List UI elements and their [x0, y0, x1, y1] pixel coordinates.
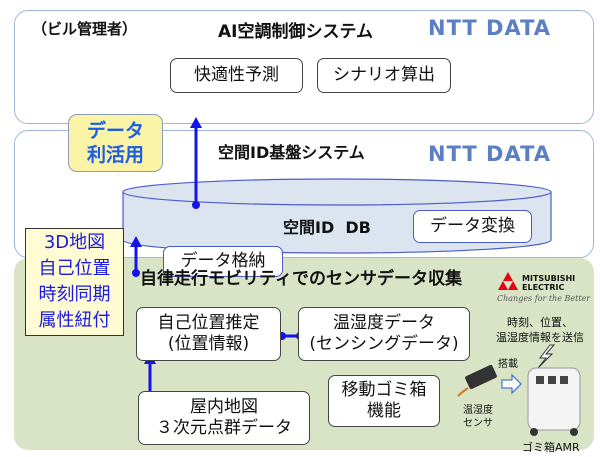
side-note-box: 3D地図 自己位置 時刻同期 属性紐付: [25, 228, 124, 336]
data-use-line2: 利活用: [86, 144, 144, 166]
sensor-line2: センサ: [463, 418, 493, 429]
self-position-line2: (位置情報): [167, 334, 250, 354]
indoor-map-line2: ３次元点群データ: [156, 418, 292, 438]
mount-label: 搭載: [498, 359, 518, 370]
indoor-map-line1: 屋内地図: [190, 397, 258, 417]
data-convert-label: データ変換: [430, 216, 515, 236]
data-store-label: データ格納: [180, 251, 266, 271]
sensor-line1: 温湿度: [463, 405, 493, 416]
temp-data-line1: 温湿度データ: [333, 313, 435, 333]
side-note-line: 時刻同期: [38, 284, 111, 305]
ntt-data-logo-2: NTT DATA: [428, 142, 552, 166]
ntt-data-logo: NTT DATA: [428, 16, 552, 40]
mitsubishi-logo-text: MITSUBISHI ELECTRIC: [522, 274, 576, 292]
scenario-label: シナリオ算出: [333, 65, 435, 85]
sensor-icon: [457, 364, 497, 397]
comfort-prediction-box: 快適性予測: [170, 58, 303, 93]
mobility-title: 自律走行モビリティでのセンサデータ収集: [140, 269, 462, 289]
scenario-box: シナリオ算出: [317, 58, 451, 93]
comfort-prediction-label: 快適性予測: [194, 65, 279, 85]
data-use-line1: データ: [86, 120, 144, 142]
self-position-line1: 自己位置推定: [157, 313, 260, 333]
trash-line2: 機能: [367, 401, 401, 421]
side-note-line: 属性紐付: [38, 310, 111, 331]
self-position-box: 自己位置推定 (位置情報): [136, 307, 281, 361]
data-use-box: データ 利活用: [68, 114, 163, 172]
send-note-line2: 温湿度情報を送信: [496, 331, 584, 344]
ai-control-panel: [14, 10, 594, 124]
amr-robot-icon: [527, 367, 581, 436]
data-store-box: データ格納: [163, 246, 283, 277]
owner-label: （ビル管理者）: [32, 20, 138, 38]
indoor-map-box: 屋内地図 ３次元点群データ: [138, 391, 310, 445]
mount-arrow-icon: [501, 373, 522, 395]
temp-data-line2: (センシングデータ): [309, 334, 459, 354]
sensor-label: 温湿度 センサ: [458, 404, 498, 430]
send-note: 時刻、位置、 温湿度情報を送信: [488, 315, 592, 345]
side-note-line: 3D地図: [43, 232, 106, 253]
spatial-id-title: 空間ID基盤システム: [218, 143, 365, 162]
data-convert-box: データ変換: [413, 210, 532, 243]
send-note-line1: 時刻、位置、: [507, 316, 573, 329]
amr-label: ゴミ箱AMR: [522, 441, 580, 454]
side-note-line: 自己位置: [38, 258, 111, 279]
mitsubishi-logo-icon: [498, 272, 518, 290]
temp-data-box: 温湿度データ (センシングデータ): [298, 307, 470, 361]
lightning-icon: [537, 344, 556, 369]
ai-control-title: AI空調制御システム: [218, 22, 373, 42]
trash-line1: 移動ゴミ箱: [341, 380, 427, 400]
db-label: 空間ID DB: [283, 218, 371, 237]
mitsubishi-tagline: Changes for the Better: [497, 294, 591, 303]
trash-function-box: 移動ゴミ箱 機能: [328, 375, 440, 427]
